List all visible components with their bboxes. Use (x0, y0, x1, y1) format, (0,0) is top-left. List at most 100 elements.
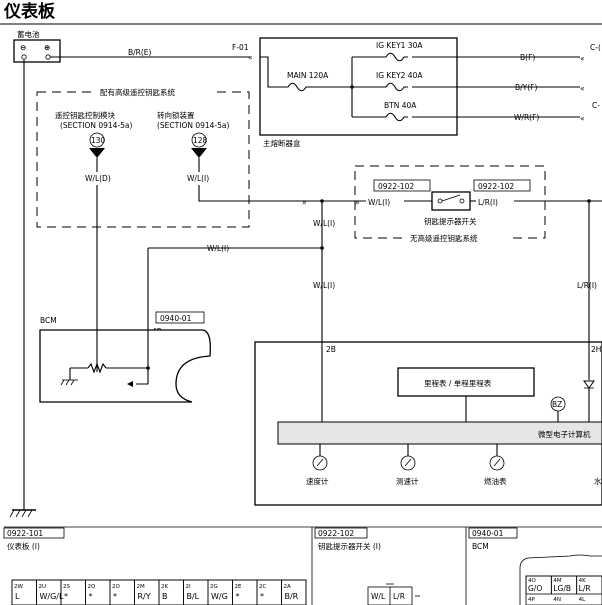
ground-symbol-icon (9, 509, 36, 518)
switch-label: 钥匙提示器开关 (424, 216, 477, 226)
module2-arrow-icon (191, 148, 207, 158)
fuel-label: 燃油表 (484, 476, 507, 486)
bcm-pin-id: 4K (579, 578, 586, 584)
panel-pin-wire: L (15, 592, 20, 601)
panel-pin-id: 2I (186, 584, 191, 590)
bcm-pin-wire: L/R (579, 584, 591, 593)
microcomputer-box (277, 421, 602, 445)
instrument-cluster: 2B 2H 里程表 / 单程里程表 BZ 微型电子计算机 速度计 测速计 燃油表… (254, 341, 602, 506)
wire-wl-i-module2 (198, 185, 305, 202)
bcm-module: BCM 0940-01 4P (39, 311, 211, 403)
bcm-pin-id: 4O (528, 578, 536, 584)
keyless-wire2-label: W/L(I) (187, 174, 209, 183)
odometer-box (397, 367, 535, 397)
meter-pin-2b: 2B (326, 345, 336, 354)
speedometer-icon (312, 455, 328, 471)
mid-wire-wl1: W/L(I) (313, 219, 335, 228)
svg-text:»: » (302, 198, 307, 207)
module2-label: 转向锁装置 (157, 110, 195, 120)
panel-pin-id: 2C (259, 584, 266, 590)
module2-ref-icon (191, 132, 207, 148)
wire-b-f-label: B(F) (520, 53, 535, 62)
resistor-icon (87, 362, 107, 374)
svg-text:«: « (580, 114, 585, 123)
switch-pin-1: W/L (371, 592, 386, 601)
panel-pin-id: 2U (39, 584, 47, 590)
switch-conn-id: 0922-102 (318, 529, 354, 538)
battery-wire-label: B/R(E) (128, 48, 152, 57)
c-right-2-label: C- (592, 101, 600, 110)
tachometer-icon (400, 455, 416, 471)
svg-text:«: « (580, 54, 585, 63)
panel-pin-wire: B (162, 592, 168, 601)
fuse-btn-icon (380, 112, 408, 122)
bcm-conn-title: BCM (472, 542, 489, 551)
system-label: 无高级遥控钥匙系统 (410, 233, 478, 243)
panel-pin-wire: B/R (285, 592, 299, 601)
panel-pin-id: 2W (14, 584, 23, 590)
panel-pin-id: 2G (210, 584, 218, 590)
panel-pin-wire: B/L (187, 592, 200, 601)
panel-pin-id: 2K (161, 584, 168, 590)
panel-connector: 0922-101 仪表板 (I) 2WL2UW/G/L2S*2Q*2O*2MR/… (3, 527, 307, 605)
bcm-pin-row2: 4L (579, 597, 586, 603)
module1-ref-icon (89, 132, 105, 148)
meter-pin-2h: 2H (591, 345, 601, 354)
tachometer-label: 测速计 (396, 476, 419, 486)
panel-pin-wire: * (236, 592, 240, 601)
battery-minus-icon: ⊖ (20, 43, 26, 52)
main-fuse-box: 主熔断器盒 MAIN 120A IG KEY1 30A IG KEY2 40A … (259, 37, 458, 148)
fuse-main-icon (282, 82, 309, 92)
mid-wire-lr: L/R(I) (577, 281, 597, 290)
panel-pin-wire: * (260, 592, 264, 601)
panel-pin-wire: * (113, 592, 117, 601)
svg-text:BZ: BZ (552, 400, 562, 409)
bcm-pin-id: 4M (553, 578, 561, 584)
key-reminder-switch-area: 无高级遥控钥匙系统 0922-102 0922-102 W/L(I) L/R(I… (354, 165, 546, 243)
panel-pin-id: 2O (112, 584, 120, 590)
bcm-pin-wire: LG/B (553, 584, 571, 593)
switch-wire-left: W/L(I) (368, 198, 390, 207)
microcomputer-label: 微型电子计算机 (538, 429, 591, 439)
panel-pin-id: 2A (284, 584, 291, 590)
odometer-label: 里程表 / 单程里程表 (424, 378, 492, 388)
keyless-area-title: 配有高级遥控钥匙系统 (100, 87, 175, 97)
panel-pin-id: 2E (235, 584, 242, 590)
switch-conn-title: 钥匙提示器开关 (I) (318, 541, 381, 551)
mid-wire-wl3: W/L(I) (313, 281, 335, 290)
fuel-gauge-icon (489, 455, 505, 471)
wire-wr-f-label: W/R(F) (514, 113, 539, 122)
wire-by-f-label: B/Y(F) (515, 83, 537, 92)
panel-conn-id: 0922-101 (7, 529, 43, 538)
advanced-keyless-area: 配有高级遥控钥匙系统 遥控钥匙控制模块 (SECTION 0914-5a) 转向… (36, 86, 250, 228)
panel-pin-wire: * (89, 592, 93, 601)
panel-pin-id: 2Q (88, 584, 96, 590)
bcm-pin-wire: G/O (528, 584, 542, 593)
bcm-conn-id: 0940-01 (472, 529, 504, 538)
svg-text:128: 128 (193, 136, 208, 145)
panel-pin-wire: W/G/L (40, 592, 65, 601)
bcm-pin-cell (576, 575, 602, 595)
switch-pin-2: L/R (393, 592, 405, 601)
switch-conn1: 0922-102 (378, 182, 414, 191)
fuse-box-label: 主熔断器盒 (263, 138, 301, 148)
fuse-main-label: MAIN 120A (287, 71, 329, 80)
panel-pin-id: 2M (137, 584, 145, 590)
panel-pin-wire: * (64, 592, 68, 601)
keyless-wire1-label: W/L(D) (85, 174, 111, 183)
f01-connector-label: F-01 (232, 43, 249, 52)
battery-label: 蓄电池 (17, 29, 40, 39)
battery: 蓄电池 ⊖ ⊕ (13, 29, 61, 63)
fuse-ig2-icon (380, 82, 408, 92)
svg-text:»: » (355, 198, 360, 207)
bcm-pin-row2: 4N (553, 597, 561, 603)
fuse-btn-label: BTN 40A (384, 101, 417, 110)
svg-text:130: 130 (91, 136, 106, 145)
bcm-conn: 0940-01 (160, 314, 192, 323)
fuse-ig1-icon (380, 52, 408, 62)
fuse-ig2-label: IG KEY2 40A (376, 71, 423, 80)
switch-wire-right: L/R(I) (478, 198, 498, 207)
c-right-1-label: C-( (590, 43, 601, 52)
extra-gauge-label: 水 (594, 476, 602, 486)
